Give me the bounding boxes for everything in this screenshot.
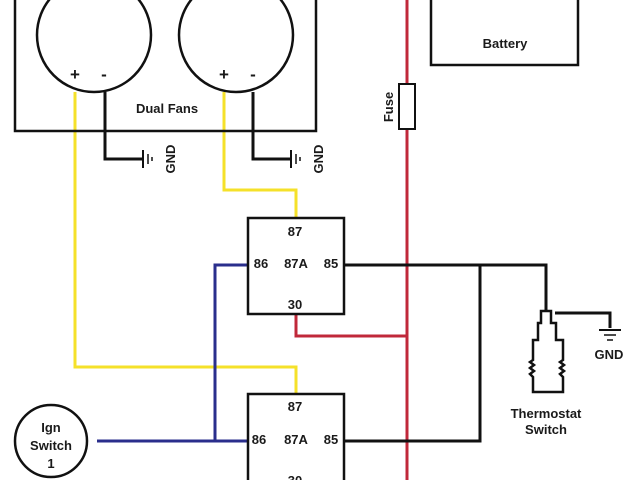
- ground-symbol-3: GND: [595, 329, 624, 362]
- thermostat-label-line1: Thermostat: [511, 406, 582, 421]
- fans-label: Dual Fans: [136, 101, 198, 116]
- fan-1: [35, 0, 153, 94]
- relay-1-box: [246, 216, 346, 316]
- relay-1-pin-85: 85: [324, 256, 338, 271]
- relay-1-pin-87a: 87A: [284, 256, 308, 271]
- relay-1-pin-30: 30: [288, 297, 302, 312]
- battery-box: [429, 0, 580, 67]
- ign-switch-label-line1: Ign: [41, 420, 61, 435]
- dual-fans: + - + - Dual Fans: [13, 0, 318, 133]
- fan-2: [177, 0, 295, 94]
- relay-2-pin-87a: 87A: [284, 432, 308, 447]
- ignition-switch-circle: [13, 403, 89, 479]
- fan1-minus-label: -: [101, 65, 107, 84]
- relay-2-pin-86: 86: [252, 432, 266, 447]
- battery: Battery: [429, 0, 580, 67]
- ground-label-2: GND: [311, 145, 326, 174]
- relay-2-pin-87: 87: [288, 399, 302, 414]
- relay-2-box: [246, 392, 346, 480]
- relay-1-pin-87: 87: [288, 224, 302, 239]
- ground-label-1: GND: [163, 145, 178, 174]
- ignition-switch: Ign Switch 1: [13, 403, 89, 479]
- thermostat-icon: [527, 309, 567, 394]
- fan2-ground-wire: [251, 92, 290, 161]
- relay-1: 87 86 87A 85 30: [246, 216, 346, 316]
- thermostat-ground-wire: [555, 311, 612, 328]
- relay-2: 87 86 87A 85 30: [246, 392, 346, 480]
- fuse: Fuse: [381, 83, 416, 130]
- ground-symbol-1: GND: [142, 145, 178, 174]
- relay-1-pin-86: 86: [254, 256, 268, 271]
- fuse-icon: [398, 83, 416, 130]
- fan-feed-wire-fan1: [73, 92, 298, 394]
- fuse-label: Fuse: [381, 92, 396, 122]
- thermostat-label-line2: Switch: [525, 422, 567, 437]
- relay-control-wire-riser: [344, 265, 482, 443]
- ground-label-3: GND: [595, 347, 624, 362]
- thermostat-switch: Thermostat Switch: [511, 309, 582, 437]
- fans-housing: [13, 0, 318, 133]
- ign-switch-label-line2: Switch: [30, 438, 72, 453]
- fan1-plus-label: +: [70, 65, 80, 84]
- ground-symbol-2: GND: [290, 145, 326, 174]
- fan1-ground-wire: [103, 92, 142, 161]
- fan-feed-wire-fan2: [222, 92, 298, 218]
- fan2-plus-label: +: [219, 65, 229, 84]
- ignition-wire-relay1: [213, 263, 248, 441]
- power-wire-relay1-30: [294, 314, 407, 338]
- battery-label: Battery: [483, 36, 529, 51]
- fan2-minus-label: -: [250, 65, 256, 84]
- relay-2-pin-85: 85: [324, 432, 338, 447]
- relay-2-pin-30: 30: [288, 473, 302, 480]
- ign-switch-label-line3: 1: [47, 456, 54, 471]
- relay-control-wire: [344, 263, 548, 312]
